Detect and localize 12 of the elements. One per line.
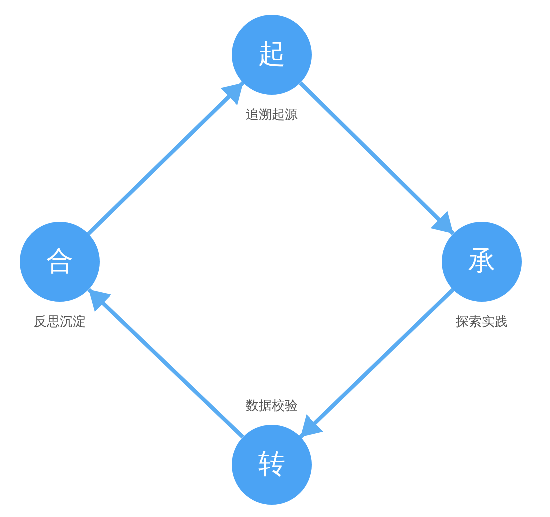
circle-label: 起 xyxy=(258,38,286,72)
circle-label: 转 xyxy=(258,448,286,482)
arrow xyxy=(87,82,245,236)
arrow xyxy=(299,82,455,236)
circle-label: 承 xyxy=(468,245,496,279)
arrow xyxy=(299,288,455,439)
caption-text: 探索实践 xyxy=(455,314,509,331)
caption-text: 数据校验 xyxy=(245,398,299,415)
arrow xyxy=(88,288,244,439)
caption-text: 反思沉淀 xyxy=(33,314,87,331)
circle-label: 合 xyxy=(46,245,74,279)
caption-text: 追溯起源 xyxy=(245,107,299,124)
